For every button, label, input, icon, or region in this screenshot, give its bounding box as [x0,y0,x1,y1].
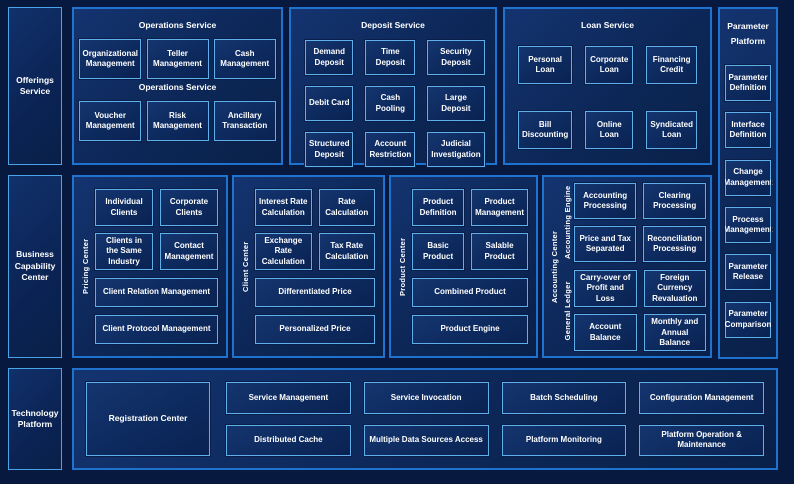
block-monthly-annual-balance: Monthly and Annual Balance [642,313,707,353]
block-clearing-processing: Clearing Processing [642,182,707,220]
block-product-definition: Product Definition [410,188,466,227]
block-exchange-rate-calculation: Exchange Rate Calculation [254,232,313,271]
block-distributed-cache: Distributed Cache [225,423,352,457]
block-online-loan: Online Loan [584,110,635,150]
block-interface-definition: Interface Definition [724,111,772,150]
block-service-management: Service Management [225,381,352,415]
panel-deposit-service: Deposit Service Demand Deposit Time Depo… [289,7,497,168]
panel-technology-platform: Registration Center Service Management S… [72,368,778,470]
loan-service-title: Loan Service [581,20,634,30]
block-account-restriction: Account Restriction [364,131,417,168]
block-registration-center: Registration Center [85,381,211,457]
technology-row-2: Distributed Cache Multiple Data Sources … [225,423,765,457]
block-large-deposit: Large Deposit [426,85,486,122]
block-organizational-management: Organizational Management [78,38,143,80]
parameter-platform-title: Parameter Platform [727,21,769,47]
block-change-management: Change Management [724,158,772,197]
panel-product-center: Product Center Product Definition Produc… [389,175,538,358]
block-corporate-clients: Corporate Clients [159,188,219,227]
operations-service-title: Operations Service [138,20,217,30]
block-multiple-data-sources-access: Multiple Data Sources Access [362,423,490,457]
technology-grid: Service Management Service Invocation Ba… [225,381,765,457]
block-rate-calculation: Rate Calculation [317,188,376,227]
panel-parameter-platform: Parameter Platform Parameter Definition … [718,7,778,359]
block-process-management: Process Management [724,205,772,244]
client-center-label: Client Center [241,241,250,292]
pricing-content: Individual Clients Corporate Clients Cli… [92,183,221,350]
panel-pricing-center: Pricing Center Individual Clients Corpor… [72,175,228,358]
rail-offerings-service: Offerings Service [8,7,62,165]
block-personal-loan: Personal Loan [516,45,574,85]
block-ancillary-transaction: Ancillary Transaction [212,100,277,142]
block-service-invocation: Service Invocation [362,381,490,415]
operations-row-1: Organizational Management Teller Managem… [74,38,281,80]
block-contact-management: Contact Management [159,232,219,271]
panel-client-center: Client Center Interest Rate Calculation … [232,175,385,358]
operations-service-subtitle: Operations Service [138,82,217,92]
group-accounting-engine: Accounting Engine Accounting Processing … [561,182,707,263]
block-product-management: Product Management [470,188,529,227]
block-parameter-definition: Parameter Definition [724,63,772,102]
block-structured-deposit: Structured Deposit [303,131,355,168]
block-platform-monitoring: Platform Monitoring [500,423,628,457]
block-tax-rate-calculation: Tax Rate Calculation [317,232,376,271]
block-financing-credit: Financing Credit [645,45,698,85]
block-corporate-loan: Corporate Loan [584,45,635,85]
product-content: Product Definition Product Management Ba… [409,183,531,350]
block-security-deposit: Security Deposit [426,39,486,76]
block-clients-same-industry: Clients in the Same Industry [94,232,154,271]
block-account-balance: Account Balance [573,313,638,353]
block-time-deposit: Time Deposit [364,39,417,76]
block-parameter-release: Parameter Release [724,253,772,292]
parameter-stack: Parameter Definition Interface Definitio… [720,50,776,357]
block-individual-clients: Individual Clients [94,188,154,227]
panel-accounting-center: Accounting Center Accounting Engine Acco… [542,175,712,358]
block-accounting-processing: Accounting Processing [572,182,638,220]
block-foreign-currency-revaluation: Foreign Currency Revaluation [642,268,707,309]
accounting-engine-label: Accounting Engine [563,185,572,260]
accounting-center-label: Accounting Center [550,230,559,303]
client-content: Interest Rate Calculation Rate Calculati… [252,183,378,350]
rail-technology-platform: Technology Platform [8,368,62,470]
deposit-service-title: Deposit Service [361,20,425,30]
block-cash-management: Cash Management [212,38,277,80]
block-client-protocol-management: Client Protocol Management [94,314,219,345]
block-syndicated-loan: Syndicated Loan [645,110,698,150]
block-basic-product: Basic Product [410,232,466,271]
block-interest-rate-calculation: Interest Rate Calculation [254,188,313,227]
block-cash-pooling: Cash Pooling [364,85,417,122]
accounting-groups: Accounting Engine Accounting Processing … [561,182,707,353]
block-client-relation-management: Client Relation Management [94,277,219,308]
group-general-ledger: General Ledger Carry-over of Profit and … [561,268,707,353]
product-center-label: Product Center [398,237,407,296]
block-judicial-investigation: Judicial Investigation [426,131,486,168]
block-carry-over-profit-loss: Carry-over of Profit and Loss [573,268,638,309]
rail-business-capability-center: Business Capability Center [8,175,62,358]
block-differentiated-price: Differentiated Price [254,277,376,308]
block-product-engine: Product Engine [411,314,529,345]
panel-operations-service: Operations Service Organizational Manage… [72,7,283,165]
block-parameter-comparison: Parameter Comparison [724,300,772,339]
loan-grid: Personal Loan Corporate Loan Financing C… [505,30,710,150]
block-voucher-management: Voucher Management [78,100,143,142]
block-personalized-price: Personalized Price [254,314,376,345]
block-risk-management: Risk Management [145,100,210,142]
technology-row-1: Service Management Service Invocation Ba… [225,381,765,415]
general-ledger-label: General Ledger [563,281,572,341]
block-configuration-management: Configuration Management [638,381,765,415]
panel-loan-service: Loan Service Personal Loan Corporate Loa… [503,7,712,165]
block-salable-product: Salable Product [470,232,529,271]
block-batch-scheduling: Batch Scheduling [500,381,628,415]
operations-row-2: Voucher Management Risk Management Ancil… [74,100,281,142]
block-platform-operation-maintenance: Platform Operation & Maintenance [638,423,765,457]
block-reconciliation-processing: Reconciliation Processing [642,225,707,263]
block-debit-card: Debit Card [303,85,355,122]
deposit-grid: Demand Deposit Time Deposit Security Dep… [291,30,495,168]
block-bill-discounting: Bill Discounting [516,110,574,150]
block-price-and-tax-separated: Price and Tax Separated [572,225,638,263]
pricing-center-label: Pricing Center [81,238,90,295]
block-combined-product: Combined Product [411,277,529,308]
block-teller-management: Teller Management [145,38,210,80]
block-demand-deposit: Demand Deposit [303,39,355,76]
